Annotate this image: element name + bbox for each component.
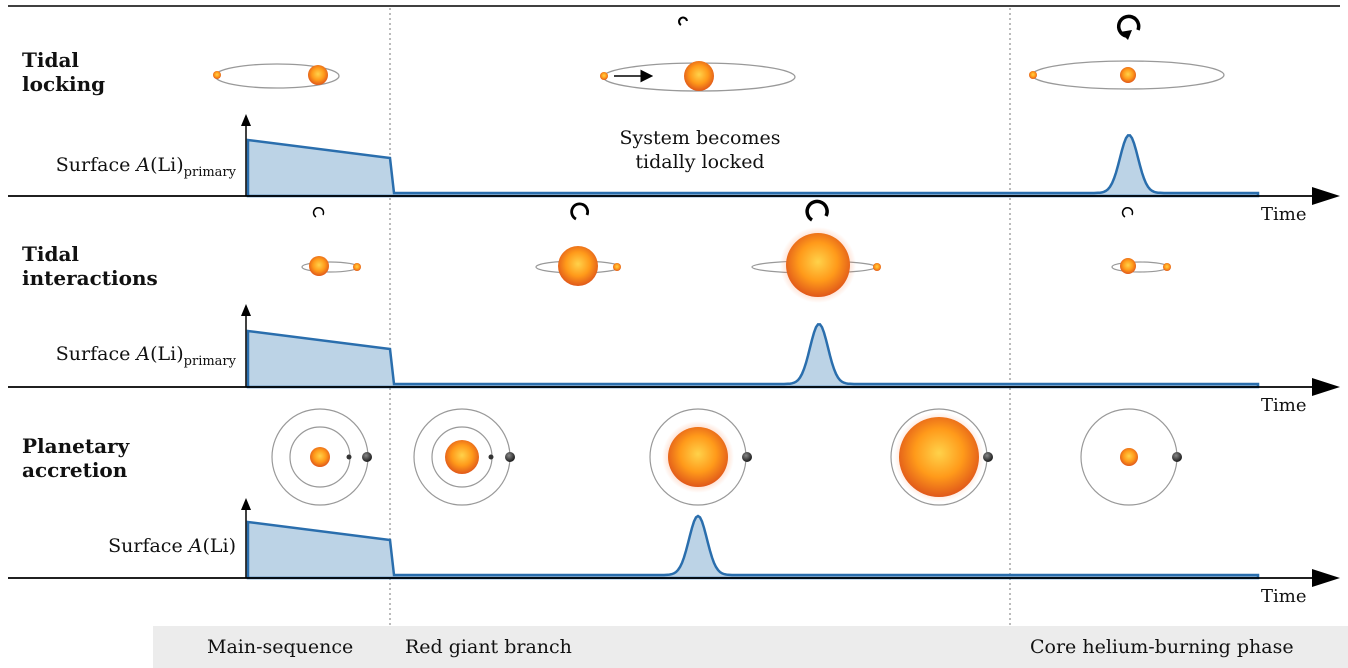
y-axis-arrow-icon <box>241 304 251 316</box>
lithium-curve <box>246 134 1260 198</box>
lithium-curve <box>246 514 1260 580</box>
y-label-italic: A <box>188 535 203 557</box>
row2-axes <box>8 304 1340 396</box>
row-title-line: interactions <box>22 266 158 290</box>
rotation-arrow-icon <box>570 202 589 221</box>
primary-star-icon <box>899 417 979 497</box>
y-label-italic: A <box>136 154 151 176</box>
y-label-paren: (Li) <box>150 343 184 365</box>
planet-icon <box>488 454 494 460</box>
primary-star-icon <box>1120 448 1138 466</box>
row1-axes <box>8 114 1340 205</box>
phase-label-core-helium-burning: Core helium-burning phase <box>1030 636 1294 658</box>
y-label-text: Surface <box>55 154 137 176</box>
phase-bar <box>153 626 1348 668</box>
y-axis-arrow-icon <box>241 114 251 126</box>
primary-star-icon <box>786 233 850 297</box>
companion-star-icon <box>1163 263 1171 271</box>
annotation-line: System becomes <box>619 127 781 149</box>
y-label-paren: (Li) <box>150 154 184 176</box>
row-title-line: Tidal <box>22 48 80 72</box>
planet-icon <box>346 454 352 460</box>
y-axis-arrow-icon <box>241 498 251 510</box>
x-axis-label: Time <box>1261 586 1307 607</box>
x-axis-arrow-icon <box>1312 187 1340 205</box>
companion-star-icon <box>873 263 881 271</box>
row-tidal-interactions-illustrations <box>301 199 1171 303</box>
x-axis-label: Time <box>1261 395 1307 416</box>
row-planetary-accretion-illustrations <box>271 408 1182 506</box>
primary-star-icon <box>1120 67 1136 83</box>
y-axis-label: Surface A(Li)primary <box>56 343 236 369</box>
row-title-line: Planetary <box>22 434 130 458</box>
rotation-arrow-icon <box>805 199 829 222</box>
planet-icon <box>1172 452 1182 462</box>
primary-star-icon <box>1120 258 1136 274</box>
primary-star-icon <box>310 447 330 467</box>
companion-star-icon <box>213 71 221 79</box>
y-axis-label: Surface A(Li) <box>108 535 236 561</box>
primary-star-icon <box>684 61 714 91</box>
primary-star-icon <box>309 256 329 276</box>
y-axis-label: Surface A(Li)primary <box>56 154 236 180</box>
row-title-line: locking <box>22 72 106 96</box>
y-label-subscript: primary <box>183 353 236 369</box>
primary-star-icon <box>445 440 479 474</box>
row-title-line: Tidal <box>22 242 80 266</box>
rotation-arrow-icon <box>1121 206 1134 218</box>
row-title-tidal-interactions: Tidal interactions <box>22 242 158 290</box>
row-tidal-locking-illustrations <box>213 14 1225 92</box>
lithium-curve <box>246 323 1260 389</box>
annotation-line: tidally locked <box>635 151 765 173</box>
planet-icon <box>983 452 993 462</box>
primary-star-icon <box>668 427 728 487</box>
planet-icon <box>742 452 752 462</box>
x-axis-arrow-icon <box>1312 569 1340 587</box>
companion-star-icon <box>1029 71 1037 79</box>
primary-star-icon <box>558 246 598 286</box>
rotation-arrow-tip-icon <box>1120 30 1132 40</box>
x-axis-label: Time <box>1261 204 1307 225</box>
phase-label-red-giant-branch: Red giant branch <box>405 636 572 658</box>
y-label-subscript: primary <box>183 164 236 180</box>
row3-axes <box>8 498 1340 587</box>
phase-label-main-sequence: Main-sequence <box>207 636 354 658</box>
planet-icon <box>362 452 372 462</box>
planet-icon <box>505 452 515 462</box>
tidal-lock-annotation: System becomes tidally locked <box>590 126 810 174</box>
row-title-tidal-locking: Tidal locking <box>22 48 105 96</box>
rotation-arrow-icon <box>678 16 688 26</box>
row-title-line: accretion <box>22 458 128 482</box>
y-label-text: Surface <box>55 343 137 365</box>
y-label-italic: A <box>136 343 151 365</box>
primary-star-icon <box>308 65 328 85</box>
x-axis-arrow-icon <box>1312 378 1340 396</box>
y-label-text: Surface <box>108 535 189 557</box>
companion-star-icon <box>600 72 608 80</box>
row-title-planetary-accretion: Planetary accretion <box>22 434 129 482</box>
companion-star-icon <box>613 263 621 271</box>
companion-star-icon <box>353 263 361 271</box>
y-label-paren: (Li) <box>202 535 236 557</box>
rotation-arrow-icon <box>312 206 325 218</box>
